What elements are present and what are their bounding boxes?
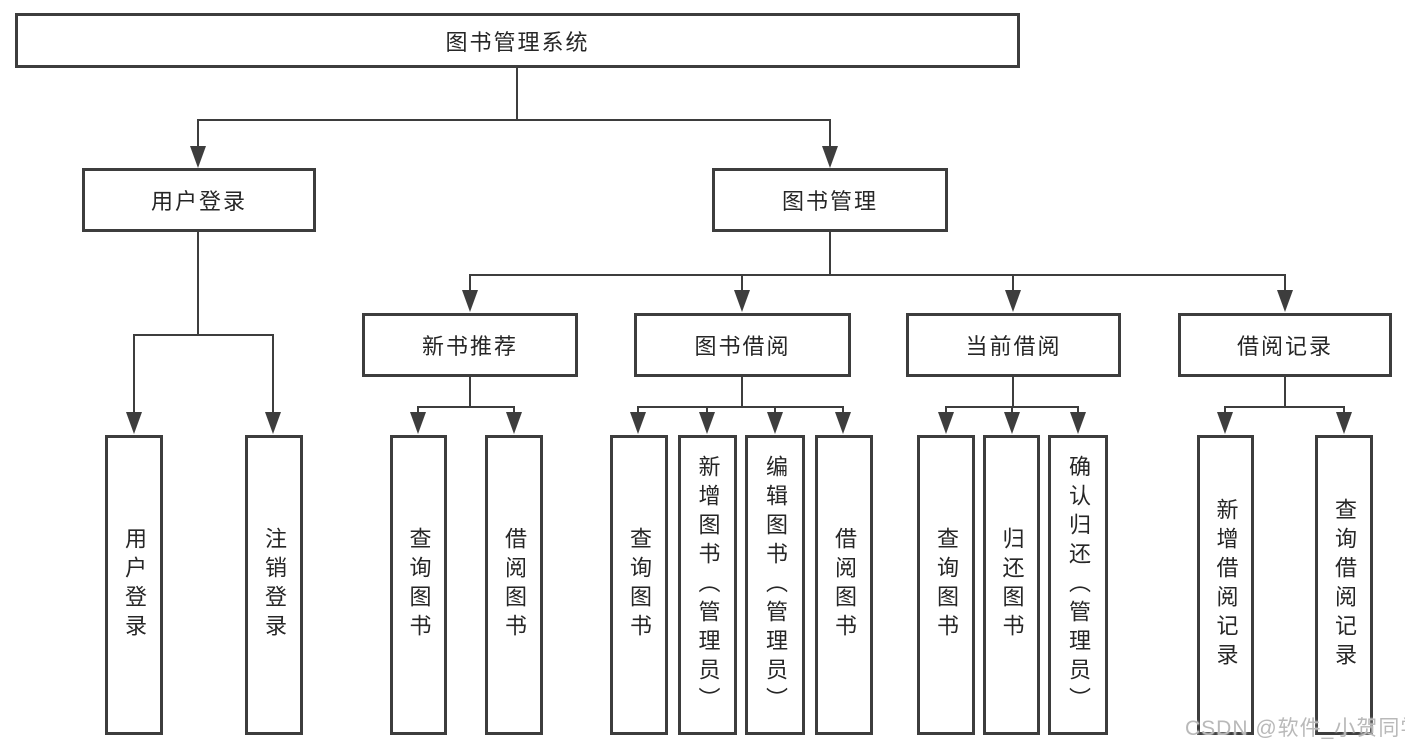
leaf-current-query-books-label: 查询图书: [934, 527, 959, 643]
connector-line: [469, 274, 1286, 276]
leaf-records-add-record-label: 新增借阅记录: [1213, 498, 1239, 672]
connector-line: [829, 119, 831, 148]
arrowhead-icon: [630, 412, 646, 434]
connector-line: [741, 377, 743, 408]
connector-line: [1224, 406, 1344, 408]
leaf-records-query-record: 查询借阅记录: [1315, 435, 1373, 735]
arrowhead-icon: [835, 412, 851, 434]
arrowhead-icon: [410, 412, 426, 434]
leaf-user-login-label: 用户登录: [122, 527, 147, 643]
node-current-borrowing: 当前借阅: [906, 313, 1121, 377]
node-book-borrowing-label: 图书借阅: [694, 334, 791, 359]
arrowhead-icon: [1217, 412, 1233, 434]
connector-line: [945, 406, 947, 414]
arrowhead-icon: [126, 412, 142, 434]
leaf-borrow-borrow-books: 借阅图书: [815, 435, 873, 735]
connector-line: [417, 406, 515, 408]
node-current-borrowing-label: 当前借阅: [965, 334, 1062, 359]
node-new-book-recommend: 新书推荐: [362, 313, 578, 377]
node-borrowing-records: 借阅记录: [1178, 313, 1392, 377]
node-book-management-label: 图书管理: [781, 189, 878, 214]
node-user-login-label: 用户登录: [150, 189, 247, 214]
node-book-management: 图书管理: [712, 168, 948, 232]
leaf-new-borrow-books: 借阅图书: [485, 435, 543, 735]
leaf-current-confirm-return-admin: 确认归还（管理员）: [1048, 435, 1108, 735]
connector-line: [1011, 406, 1013, 414]
arrowhead-icon: [1070, 412, 1086, 434]
node-library-system: 图书管理系统: [15, 13, 1020, 68]
leaf-user-logout-label: 注销登录: [262, 527, 287, 643]
arrowhead-icon: [462, 290, 478, 312]
node-new-book-recommend-label: 新书推荐: [421, 334, 518, 359]
connector-line: [197, 119, 199, 148]
leaf-borrow-query-books: 查询图书: [610, 435, 668, 735]
arrowhead-icon: [265, 412, 281, 434]
leaf-records-query-record-label: 查询借阅记录: [1332, 498, 1357, 672]
connector-line: [1343, 406, 1345, 414]
arrowhead-icon: [699, 412, 715, 434]
connector-line: [133, 334, 274, 336]
connector-line: [469, 377, 471, 408]
leaf-current-confirm-return-admin-label: 确认归还（管理员）: [1066, 454, 1091, 716]
arrowhead-icon: [767, 412, 783, 434]
connector-line: [741, 274, 743, 291]
arrowhead-icon: [734, 290, 750, 312]
connector-line: [197, 232, 199, 336]
leaf-borrow-borrow-books-label: 借阅图书: [832, 527, 857, 643]
csdn-watermark: CSDN @软件_小贺同学: [1185, 717, 1405, 740]
connector-line: [1012, 377, 1014, 408]
leaf-new-borrow-books-label: 借阅图书: [502, 527, 527, 643]
leaf-borrow-edit-books-admin-label: 编辑图书（管理员）: [763, 454, 788, 716]
leaf-new-query-books-label: 查询图书: [406, 527, 432, 643]
connector-line: [133, 334, 135, 414]
connector-line: [774, 406, 776, 414]
leaf-borrow-edit-books-admin: 编辑图书（管理员）: [745, 435, 805, 735]
connector-line: [1284, 377, 1286, 408]
arrowhead-icon: [822, 146, 838, 168]
leaf-new-query-books: 查询图书: [390, 435, 447, 735]
connector-line: [1012, 274, 1014, 291]
leaf-user-logout: 注销登录: [245, 435, 303, 735]
connector-line: [272, 334, 274, 414]
node-borrowing-records-label: 借阅记录: [1236, 334, 1333, 359]
leaf-user-login: 用户登录: [105, 435, 163, 735]
connector-line: [1224, 406, 1226, 414]
connector-line: [1284, 274, 1286, 291]
connector-line: [197, 119, 831, 121]
connector-line: [417, 406, 419, 414]
arrowhead-icon: [190, 146, 206, 168]
connector-line: [469, 274, 471, 291]
leaf-borrow-query-books-label: 查询图书: [627, 527, 652, 643]
arrowhead-icon: [1336, 412, 1352, 434]
leaf-borrow-add-books-admin: 新增图书（管理员）: [678, 435, 737, 735]
arrowhead-icon: [1005, 290, 1021, 312]
arrowhead-icon: [938, 412, 954, 434]
leaf-records-add-record: 新增借阅记录: [1197, 435, 1254, 735]
arrowhead-icon: [506, 412, 522, 434]
node-library-system-label: 图书管理系统: [445, 29, 590, 55]
arrowhead-icon: [1004, 412, 1020, 434]
connector-line: [637, 406, 639, 414]
node-user-login: 用户登录: [82, 168, 316, 232]
leaf-current-return-books-label: 归还图书: [999, 527, 1025, 643]
connector-line: [706, 406, 708, 414]
leaf-current-query-books: 查询图书: [917, 435, 975, 735]
arrowhead-icon: [1277, 290, 1293, 312]
connector-line: [1077, 406, 1079, 414]
connector-line: [637, 406, 844, 408]
leaf-borrow-add-books-admin-label: 新增图书（管理员）: [695, 454, 721, 716]
connector-line: [842, 406, 844, 414]
connector-line: [516, 68, 518, 120]
connector-line: [829, 232, 831, 276]
node-book-borrowing: 图书借阅: [634, 313, 851, 377]
leaf-current-return-books: 归还图书: [983, 435, 1040, 735]
connector-line: [513, 406, 515, 414]
